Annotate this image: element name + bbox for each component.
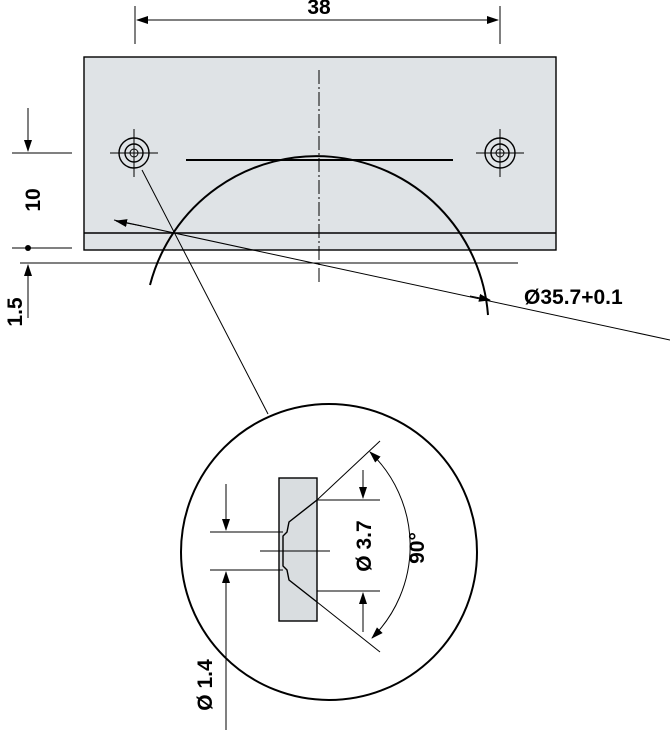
width-dimension: 38 — [134, 0, 501, 44]
width-label: 38 — [307, 0, 331, 19]
bore-diameter-label: Ø35.7+0.1 — [524, 286, 623, 309]
detail-view: Ø 3.7 90° Ø 1.4 — [180, 403, 478, 730]
offset-label: 1.5 — [4, 297, 27, 327]
offset-dimension: 1.5 — [4, 264, 32, 327]
right-screw-hole — [476, 129, 524, 177]
depth-label: 10 — [22, 188, 45, 211]
detail-leader-line — [141, 169, 269, 415]
depth-dimension: 10 — [12, 108, 72, 251]
detail-circle — [180, 403, 478, 701]
left-screw-hole — [110, 129, 158, 177]
countersink-angle-label: 90° — [406, 532, 429, 564]
bore-diameter-dimension: Ø35.7+0.1 — [113, 219, 670, 341]
hole-diameter-label: Ø 3.7 — [353, 520, 376, 571]
pilot-diameter-label: Ø 1.4 — [194, 659, 217, 711]
screw-hole-section — [278, 477, 318, 622]
depth-dimension-dot — [25, 245, 31, 251]
cup-bore-arc — [149, 155, 489, 316]
